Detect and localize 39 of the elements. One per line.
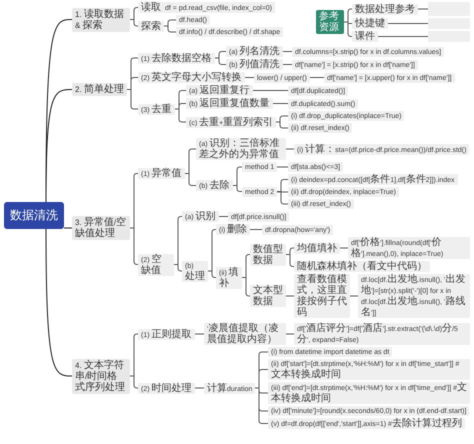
topic-box	[138, 2, 276, 13]
connector-line	[218, 216, 228, 217]
subtopic-label: 随机森林填补（看文中代码）	[294, 261, 430, 272]
connector-line	[276, 122, 288, 128]
connector-line	[388, 23, 428, 24]
connector-line	[310, 77, 324, 78]
connector-line	[282, 51, 292, 52]
empty-topic-box	[428, 2, 470, 16]
connector-line	[250, 229, 262, 230]
connector-line	[244, 77, 254, 78]
branch-curve	[46, 89, 72, 202]
branch-topic: 1. 读取数据 & 探索	[72, 8, 130, 32]
subtopic-label: 课件	[352, 31, 378, 42]
connector-line	[282, 64, 292, 65]
branch-curve	[46, 228, 72, 376]
subtopic-label: 数据处理参考	[352, 4, 418, 14]
empty-topic-box	[428, 18, 470, 29]
empty-topic-box	[428, 31, 470, 42]
subtopic-label: 读取	[141, 2, 161, 13]
reference-topic: 参考资源	[316, 10, 344, 34]
connector-line	[232, 185, 242, 192]
central-topic: 数据清洗	[4, 202, 64, 229]
connector-line	[174, 108, 186, 122]
subtopic-label: 文本型数据	[250, 285, 286, 307]
connector-line	[418, 8, 428, 10]
subtopic-label: 均值填补	[294, 242, 340, 254]
subtopic-label: 快捷键	[352, 18, 388, 29]
connector-line	[252, 90, 288, 91]
branch-topic: 4. 文本字符串/时间格式序列处理	[72, 358, 130, 394]
subtopic-label: 探索	[138, 20, 164, 32]
connector-line	[272, 103, 288, 104]
connector-line	[286, 148, 294, 150]
connector-line	[276, 166, 288, 168]
subtopic-label: 数值型数据	[250, 244, 286, 266]
branch-topic: 3. 异常值/空缺值处理	[72, 216, 130, 240]
connector-line	[164, 26, 176, 32]
subtopic-label: 查看数值模式，这里直接按例子代码	[294, 274, 350, 318]
connector-line	[378, 36, 428, 37]
branch-topic: 2. 简单处理	[72, 83, 127, 96]
